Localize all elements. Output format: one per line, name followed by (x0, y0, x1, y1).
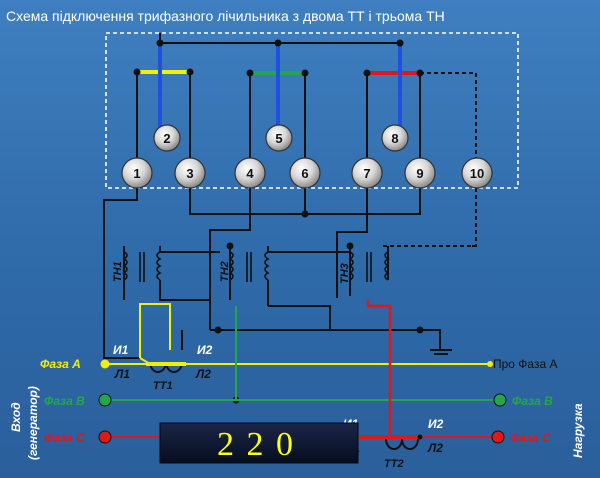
terminal-3: 3 (174, 157, 206, 189)
phase-b-right-label: Фаза В (512, 394, 553, 408)
ct2-i2-label: И2 (428, 417, 444, 431)
ct2-l2-label: Л2 (427, 441, 443, 455)
terminal-4: 4 (234, 157, 266, 189)
current-transformer-2 (360, 434, 423, 450)
svg-text:7: 7 (363, 166, 370, 181)
phase-terminals (98, 359, 507, 444)
current-transformer-1 (146, 361, 186, 373)
phase-a-right-label: Про Фаза А (493, 357, 557, 371)
terminal-7: 7 (351, 157, 383, 189)
meter-housing-outline (105, 32, 519, 189)
phase-c-right-label: Фаза С (510, 431, 551, 445)
svg-text:2: 2 (163, 131, 170, 146)
svg-text:6: 6 (301, 166, 308, 181)
ct1-l1-label: Л1 (114, 367, 130, 381)
ct1-l2-label: Л2 (195, 367, 211, 381)
vt1-label: ТН1 (112, 261, 124, 282)
input-side-label: Вход (9, 402, 23, 432)
meter-display: 2 2 0 (159, 422, 359, 464)
voltage-transformer-1 (122, 251, 162, 282)
svg-text:1: 1 (133, 166, 140, 181)
terminal-9: 9 (404, 157, 436, 189)
display-readout: 2 2 0 (217, 426, 295, 463)
svg-text:5: 5 (275, 131, 282, 146)
voltage-transformer-2 (228, 251, 270, 282)
ct2-label: ТТ2 (384, 458, 404, 470)
phase-bars (137, 43, 420, 132)
voltage-transformer-3 (348, 251, 390, 282)
svg-text:9: 9 (416, 166, 423, 181)
svg-text:10: 10 (470, 166, 484, 181)
terminal-6: 6 (289, 157, 321, 189)
ct1-label: ТТ1 (153, 380, 173, 392)
terminal-8: 8 (381, 124, 409, 152)
load-side-label: Нагрузка (571, 403, 585, 458)
terminal-5: 5 (265, 124, 293, 152)
black-wiring (103, 33, 477, 400)
phase-b-label: Фаза В (44, 394, 85, 408)
svg-text:4: 4 (246, 166, 254, 181)
terminal-10: 10 (461, 157, 493, 189)
vt2-label: ТН2 (219, 261, 231, 282)
ct1-i2-label: И2 (197, 343, 213, 357)
phase-a-label: Фаза А (40, 357, 81, 371)
phase-c-label: Фаза С (44, 431, 85, 445)
vt3-label: ТН3 (339, 263, 351, 284)
terminal-1: 1 (121, 157, 153, 189)
svg-text:3: 3 (186, 166, 193, 181)
ct1-i1-label: И1 (113, 343, 129, 357)
terminal-2: 2 (153, 124, 181, 152)
svg-text:8: 8 (391, 131, 398, 146)
diagram-title: Схема підключення трифазного лічильника … (6, 8, 445, 24)
input-side-sublabel: (генератор) (26, 386, 40, 460)
